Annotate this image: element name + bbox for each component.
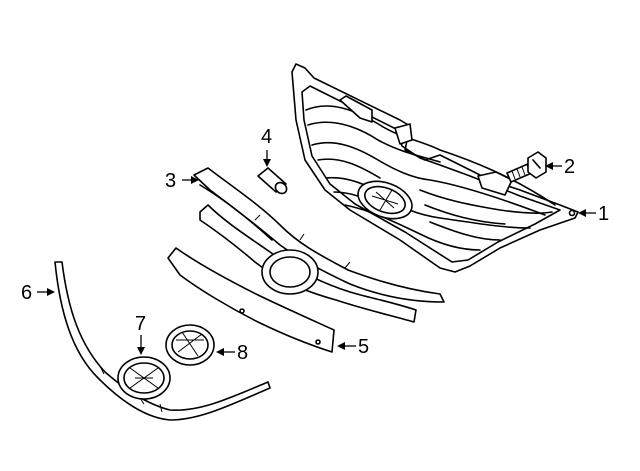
- callout-4-label: 4: [261, 126, 272, 148]
- bolt: [506, 151, 547, 183]
- callout-1: 1: [578, 203, 609, 225]
- callout-3-label: 3: [165, 170, 176, 192]
- callout-2: 2: [545, 156, 575, 178]
- callout-8: 8: [216, 342, 248, 364]
- callout-8-label: 8: [237, 342, 248, 364]
- lower-molding: [167, 247, 335, 353]
- middle-molding: [199, 204, 417, 323]
- callout-7: 7: [135, 313, 146, 355]
- callout-5: 5: [337, 336, 369, 358]
- upper-molding: [193, 167, 445, 303]
- callout-5-label: 5: [358, 336, 369, 358]
- callout-4: 4: [261, 126, 272, 167]
- clip: [257, 167, 288, 195]
- callout-1-label: 1: [598, 203, 609, 225]
- callout-3: 3: [165, 170, 199, 192]
- callout-2-label: 2: [564, 156, 575, 178]
- callout-6: 6: [21, 282, 55, 304]
- callout-7-label: 7: [135, 313, 146, 335]
- front-emblem: [117, 356, 171, 400]
- emblem-insert: [165, 324, 215, 366]
- grille-assembly: [291, 63, 579, 273]
- callout-6-label: 6: [21, 282, 32, 304]
